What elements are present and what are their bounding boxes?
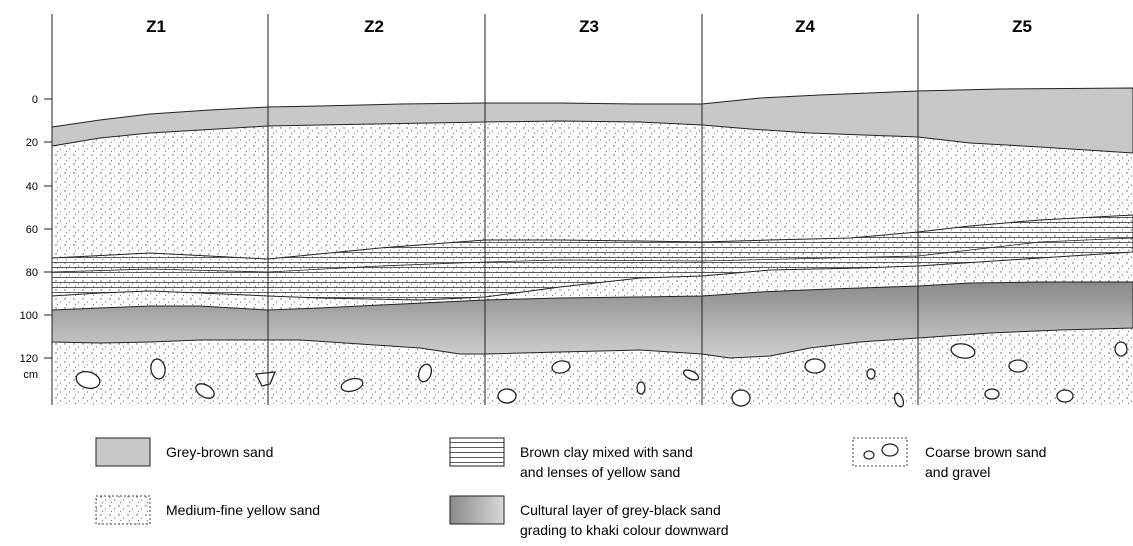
legend-label-cultural-layer-line2: grading to khaki colour downward [520,522,729,538]
legend-gravel-icon [863,450,875,460]
legend-swatch-cultural-layer [449,495,505,525]
depth-axis-ticks [44,98,52,359]
depth-tick-80: 80 [26,267,38,279]
depth-tick-40: 40 [26,181,38,193]
depth-unit: cm [23,369,38,381]
zone-label-z5: Z5 [1012,17,1032,36]
zone-label-z1: Z1 [146,17,166,36]
legend-swatch-brown-clay [449,437,505,467]
zone-label-z3: Z3 [579,17,599,36]
legend-label-cultural-layer-line1: Cultural layer of grey-black sand [520,502,721,518]
legend-swatch-coarse-sand [852,437,908,467]
legend-swatch-grey-brown-sand [95,437,151,467]
depth-tick-100: 100 [20,310,38,322]
zone-dividers [51,14,919,405]
legend: Grey-brown sand Medium-fine yellow sand … [95,437,1046,538]
legend-swatch-yellow-sand [95,495,151,525]
legend-label-grey-brown-sand: Grey-brown sand [166,444,273,460]
legend-label-coarse-sand-line2: and gravel [925,464,990,480]
depth-tick-60: 60 [26,224,38,236]
depth-tick-0: 0 [32,94,38,106]
zone-label-z2: Z2 [364,17,384,36]
depth-tick-20: 20 [26,137,38,149]
legend-label-brown-clay-line1: Brown clay mixed with sand [520,444,693,460]
clay-lens-line [51,237,1133,273]
legend-label-coarse-sand-line1: Coarse brown sand [925,444,1046,460]
zone-label-z4: Z4 [795,17,815,36]
legend-label-brown-clay-line2: and lenses of yellow sand [520,464,680,480]
depth-tick-120: 120 [20,353,38,365]
gravel-clasts [75,341,1128,408]
legend-label-yellow-sand: Medium-fine yellow sand [166,502,320,518]
legend-gravel-icon [881,443,899,457]
grey-brown-sand-layer [51,87,1133,154]
cultural-layer [51,281,1133,359]
